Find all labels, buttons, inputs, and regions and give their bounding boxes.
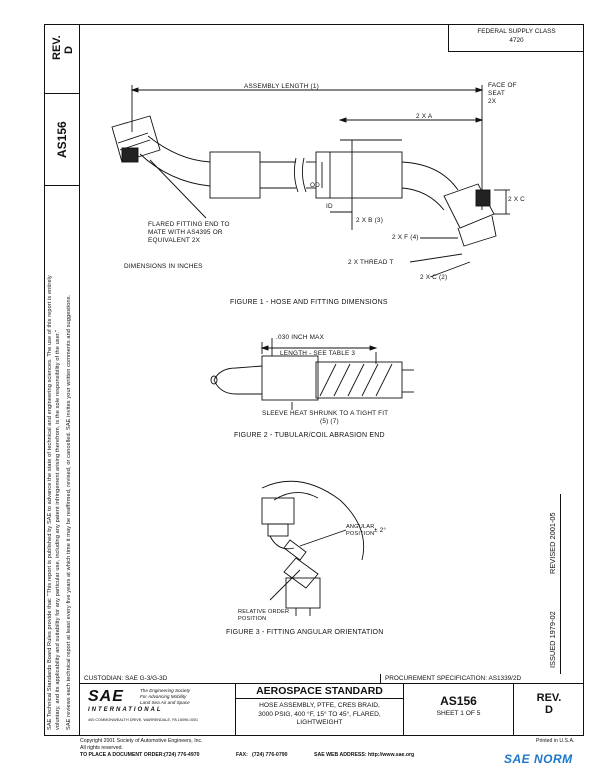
drawing-sheet: [44, 24, 584, 736]
order-label: TO PLACE A DOCUMENT ORDER:: [80, 752, 165, 758]
procurement-specification: PROCUREMENT SPECIFICATION: AS1339/2D: [381, 674, 584, 684]
figure-3-caption: FIGURE 3 - FITTING ANGULAR ORIENTATION: [226, 629, 384, 636]
federal-supply-box: FEDERAL SUPPLY CLASS 4720: [448, 24, 584, 52]
sae-tagline-2: For Advancing Mobility: [140, 694, 187, 699]
seat-2x-label: 2X: [488, 98, 497, 105]
angular-position-label: POSITION: [346, 531, 375, 537]
revision-value: D: [545, 704, 553, 716]
side-number-box: AS156: [44, 94, 80, 186]
sleeve-note-label: SLEEVE HEAT SHRUNK TO A TIGHT FIT: [262, 410, 389, 417]
od-label: OD: [310, 182, 320, 189]
sae-logo-text: SAE: [88, 688, 124, 705]
sae-tagline-1: The Engineering Society: [140, 688, 191, 693]
seat-label: SEAT: [488, 90, 506, 97]
two-x-thread-label: 2 X THREAD T: [348, 259, 394, 266]
date-divider: [560, 494, 561, 674]
description-line-2: 3000 PSIG, 400 °F, 15° TO 45°, FLARED,: [258, 710, 381, 718]
assembly-length-label: ASSEMBLY LENGTH (1): [244, 83, 319, 90]
max-note-label: .030 INCH MAX: [276, 334, 325, 341]
rights-text: All rights reserved.: [80, 745, 123, 751]
two-x-a-label: 2 X A: [416, 113, 433, 120]
sae-logo-sub: INTERNATIONAL: [88, 707, 163, 713]
fax-label: FAX:: [236, 752, 248, 758]
copyright-text: Copyright 2001 Society of Automotive Eng…: [80, 738, 203, 744]
description-line-1: HOSE ASSEMBLY, PTFE, CRES BRAID,: [259, 702, 380, 709]
figure-1-caption: FIGURE 1 - HOSE AND FITTING DIMENSIONS: [230, 299, 388, 306]
revision-label: REV.: [536, 692, 562, 704]
custodian: CUSTODIAN: SAE G-3/G-3D: [80, 674, 381, 684]
length-note-label: LENGTH - SEE TABLE 3: [280, 350, 356, 357]
federal-supply-label: FEDERAL SUPPLY CLASS: [477, 28, 556, 35]
sae-tagline-3: Land Sea Air and Space: [140, 700, 190, 705]
revised-date: REVISED 2001-05: [548, 512, 557, 574]
dimensions-note: DIMENSIONS IN INCHES: [124, 263, 203, 270]
web-link[interactable]: http://www.sae.org: [368, 752, 415, 758]
left-column: [44, 24, 80, 736]
issued-date: ISSUED 1979-02: [548, 611, 557, 668]
federal-supply-value: 4720: [509, 37, 524, 44]
two-x-c-label: 2 X C: [508, 196, 525, 203]
angular-label: ANGULAR: [346, 524, 375, 530]
sae-norm-watermark: SAE NORM: [504, 752, 573, 766]
document-number-block: AS156 SHEET 1 OF 5: [404, 684, 514, 736]
flared-note-line-3: EQUIVALENT 2X: [148, 237, 201, 244]
two-x-b-label: 2 X B (3): [356, 217, 384, 224]
sae-logo: SAE INTERNATIONAL The Engineering Societ…: [80, 684, 236, 736]
figure-2-caption: FIGURE 2 - TUBULAR/COIL ABRASION END: [234, 432, 385, 439]
standard-title-block: AEROSPACE STANDARD HOSE ASSEMBLY, PTFE, …: [236, 684, 404, 736]
printed-text: Printed in U.S.A.: [536, 738, 575, 744]
two-x-f-label: 2 X F (4): [392, 234, 419, 241]
fax-value: (724) 776-0790: [252, 752, 288, 758]
web-value: http://www.sae.org: [368, 752, 414, 758]
side-rev-box: REV. D: [44, 24, 80, 94]
sae-address: 400 COMMONWEALTH DRIVE, WARRENDALE, PA 1…: [88, 718, 199, 722]
sleeve-ref-label: (5) (7): [320, 418, 339, 425]
flared-note-line-1: FLARED FITTING END TO: [148, 221, 230, 228]
web-label: SAE WEB ADDRESS:: [314, 752, 367, 758]
document-number: AS156: [440, 694, 477, 708]
face-of-label: FACE OF: [488, 82, 517, 89]
revision-block: REV. D: [514, 684, 584, 736]
standard-title: AEROSPACE STANDARD: [236, 684, 403, 699]
sheet-number: SHEET 1 OF 5: [436, 710, 481, 717]
angular-value-label: ± 2°: [374, 527, 387, 534]
flared-note-line-2: MATE WITH AS4395 OR: [148, 229, 223, 236]
relative-order-label: RELATIVE ORDER: [238, 609, 290, 615]
id-label: ID: [326, 203, 333, 210]
two-x-c2-label: 2 X C (2): [420, 274, 448, 281]
relative-position-label: POSITION: [238, 616, 267, 622]
description-line-3: LIGHTWEIGHT: [296, 719, 343, 727]
order-phone: (724) 776-4970: [164, 752, 200, 758]
